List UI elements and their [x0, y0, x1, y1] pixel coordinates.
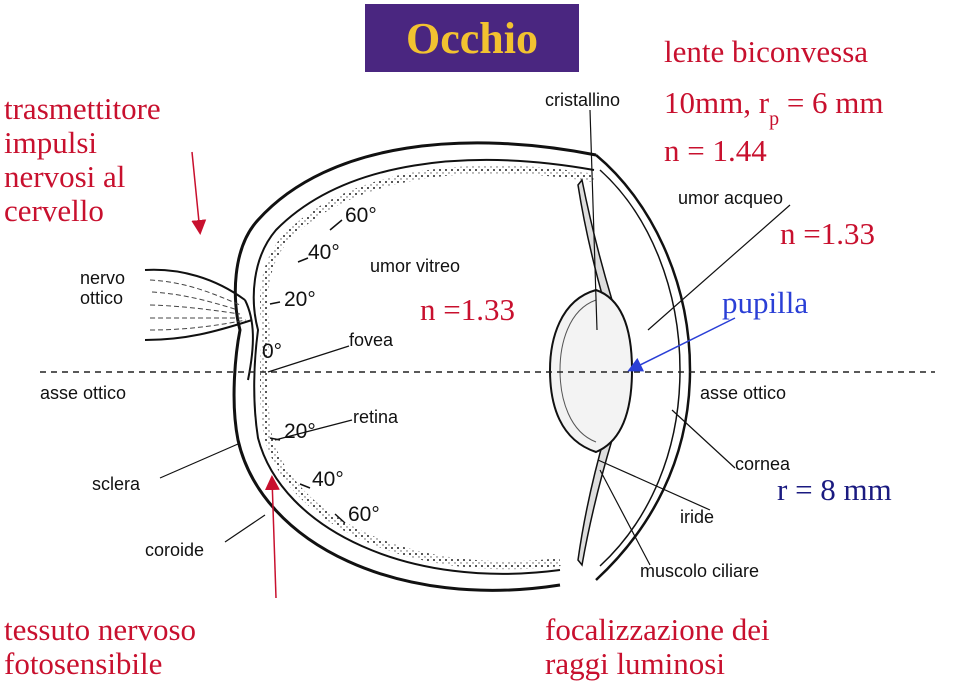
tissue-note: tessuto nervoso fotosensibile [4, 613, 196, 681]
degree-60-bottom: 60° [348, 503, 380, 526]
lens-label: cristallino [545, 90, 621, 110]
choroid-label: coroide [145, 540, 205, 560]
focus-note-line-1: focalizzazione dei [545, 612, 770, 647]
sclera-label: sclera [92, 474, 141, 494]
focus-note: focalizzazione dei raggi luminosi [545, 613, 770, 681]
degree-0: 0° [262, 340, 283, 363]
sclera-outer [232, 141, 597, 592]
arrow-optic-nerve [191, 151, 207, 235]
vitreous-label: umor vitreo [370, 256, 461, 276]
aqueous-index: n =1.33 [780, 216, 875, 251]
focus-note-line-2: raggi luminosi [545, 646, 725, 681]
ciliary-bottom [577, 433, 613, 567]
arrow-retina [264, 475, 280, 599]
page-title: Occhio [406, 13, 538, 63]
ciliary-muscle-label: muscolo ciliare [640, 561, 760, 581]
cornea-label: cornea [735, 454, 791, 474]
lens-index: n = 1.44 [664, 133, 767, 168]
optic-nerve [144, 268, 254, 381]
optical-axis-label-right: asse ottico [700, 383, 787, 403]
iris-label: iride [680, 507, 715, 527]
optic-note-line-4: cervello [4, 193, 104, 228]
pupil-label: pupilla [722, 285, 809, 320]
ciliary-top [577, 178, 613, 307]
fovea-label: fovea [349, 330, 394, 350]
degree-40-bottom: 40° [312, 468, 344, 491]
aqueous-label: umor acqueo [678, 188, 784, 208]
tissue-note-line-1: tessuto nervoso [4, 612, 197, 647]
tissue-note-line-2: fotosensibile [4, 646, 163, 681]
degree-20-top: 20° [284, 288, 316, 311]
arrow-pupil [627, 317, 736, 372]
cornea-radius: r = 8 mm [777, 472, 892, 507]
degree-60-top: 60° [345, 204, 377, 227]
lens-note-1: lente biconvessa [664, 34, 869, 69]
retina-label: retina [353, 407, 399, 427]
cornea-shape [595, 154, 692, 581]
optic-note-line-3: nervosi al [4, 159, 126, 194]
retina-band [260, 165, 595, 570]
lens-shape [548, 288, 634, 454]
optic-note-line-1: trasmettitore [4, 91, 161, 126]
degree-40-top: 40° [308, 241, 340, 264]
optic-note-line-2: impulsi [4, 125, 98, 160]
degree-20-bottom: 20° [284, 420, 316, 443]
optic-nerve-note: trasmettitore impulsi nervosi al cervell… [4, 92, 161, 228]
optic-nerve-label: nervo ottico [80, 268, 126, 308]
optical-axis-label-left: asse ottico [40, 383, 127, 403]
choroid-layer [252, 159, 595, 575]
lens-note-2: 10mm, rp = 6 mm [664, 85, 884, 131]
title-box: Occhio [365, 4, 579, 72]
vitreous-index: n =1.33 [420, 292, 515, 327]
